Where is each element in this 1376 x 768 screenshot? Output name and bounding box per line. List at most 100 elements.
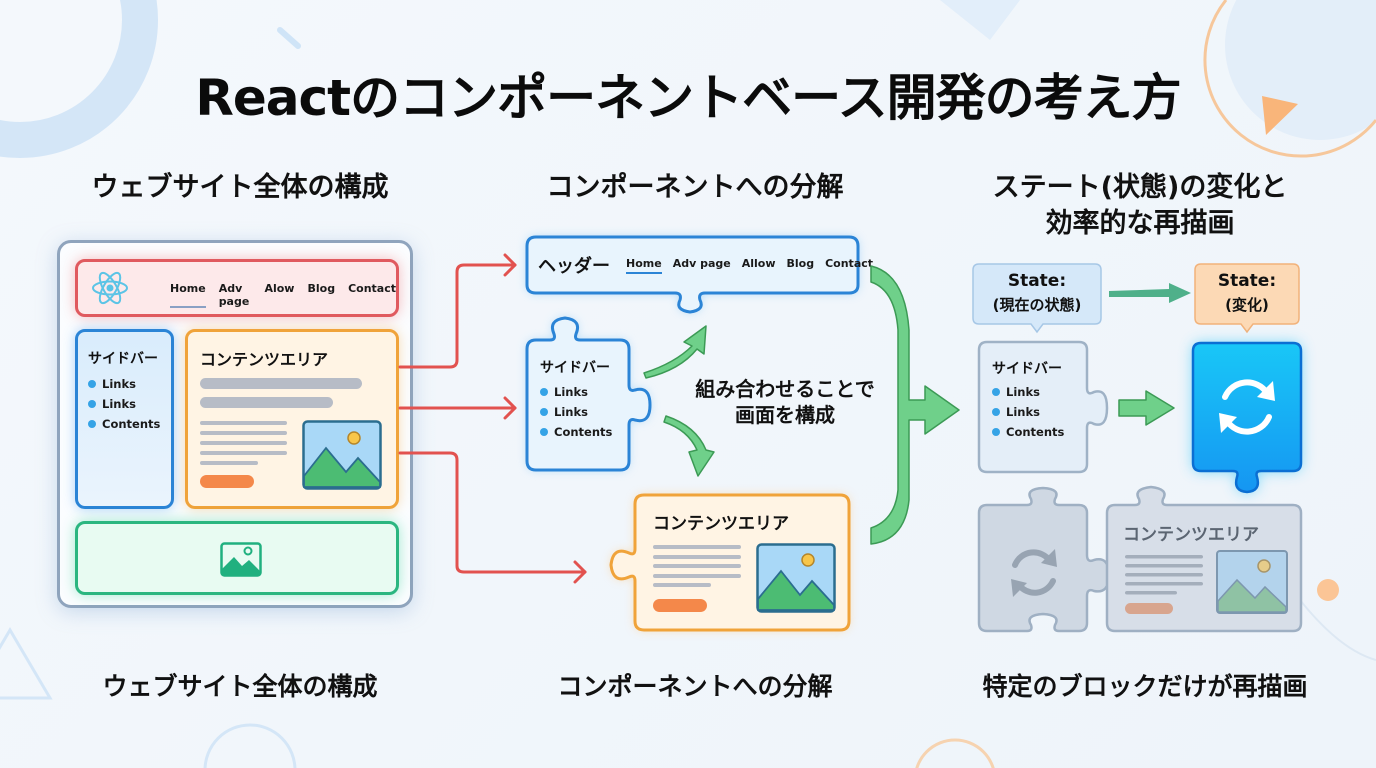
text-placeholder-line [200,451,287,455]
site-header-block: Home Adv page Alow Blog Contact [75,259,399,317]
sidebar-piece-title: サイドバー [540,360,610,376]
sidebar-item-label: Links [1006,385,1040,399]
sidebar-item[interactable]: Links [540,382,612,402]
arrowhead [503,396,517,420]
inactive-content-title: コンテンツエリア [1123,525,1259,545]
state-current-callout [972,263,1102,334]
decomposition-arrows [398,253,587,584]
sidebar-item-label: Links [554,405,588,419]
bullet-icon [540,408,548,416]
bullet-icon [88,380,96,388]
arrowhead [573,560,587,584]
sidebar-component-piece [525,316,652,472]
placeholder-button [200,475,254,488]
right-sidebar-title: サイドバー [992,361,1062,377]
arrowhead [503,253,517,277]
site-sidebar-block: サイドバー Links Links Contents [75,329,174,509]
section-heading-left: ウェブサイト全体の構成 [91,172,389,203]
sidebar-item-label: Contents [554,425,613,439]
nav-link-home[interactable]: Home [626,257,662,274]
right-sidebar-piece [977,340,1109,474]
sidebar-item[interactable]: Contents [88,414,160,434]
section-heading-right-line2: 効率的な再描画 [1045,208,1235,239]
right-sidebar-list: Links Links Contents [992,382,1064,442]
nav-link-home[interactable]: Home [170,282,206,308]
nav-link-adv-page[interactable]: Adv page [672,257,731,270]
state-changed-callout [1194,263,1300,334]
section-heading-middle: コンポーネントへの分解 [546,172,844,203]
bullet-icon [992,388,1000,396]
state-changed-label: State: [1217,271,1277,291]
image-icon [302,420,382,490]
bullet-icon [88,400,96,408]
caption-middle: コンポーネントへの分解 [557,672,833,701]
header-component-piece [525,235,860,314]
website-mockup: Home Adv page Alow Blog Contact サイドバー Li… [57,240,413,608]
section-heading-right: ステート(状態)の変化と 効率的な再描画 [940,170,1340,242]
page-title: Reactのコンポーネントベース開発の考え方 [195,69,1181,127]
deco-orange-dot [1317,579,1339,601]
nav-link-allow[interactable]: Allow [741,257,776,270]
caption-left: ウェブサイト全体の構成 [102,672,378,701]
state-current: State: (現在の状態) [973,269,1101,317]
nav-link-adv-page[interactable]: Adv page [218,282,250,308]
react-atom-icon [92,271,128,305]
arrow-to-content [398,451,587,574]
inactive-pieces [977,485,1303,633]
curved-arrow-up [643,325,707,379]
sidebar-item[interactable]: Contents [992,422,1064,442]
state-current-value: (現在の状態) [992,296,1082,314]
text-placeholder-bar [200,378,362,389]
sidebar-item-label: Links [102,377,136,391]
sidebar-item-label: Links [102,397,136,411]
bullet-icon [992,408,1000,416]
sidebar-title: サイドバー [88,351,158,367]
text-placeholder-line [200,421,287,425]
sidebar-item-label: Contents [1006,425,1065,439]
text-placeholder-line [653,574,741,578]
section-heading-right-line1: ステート(状態)の変化と [992,172,1288,203]
text-placeholder-line [653,555,741,559]
deco-outline-circle [203,723,297,768]
sidebar-item[interactable]: Links [88,374,160,394]
combine-arrows [643,325,715,477]
combine-description: 組み合わせることで 画面を構成 [670,376,900,428]
text-placeholder-line [653,564,741,568]
rerender-active-piece [1191,341,1303,494]
text-placeholder-line [200,441,287,445]
bullet-icon [992,428,1000,436]
sidebar-item[interactable]: Contents [540,422,612,442]
caption-right: 特定のブロックだけが再描画 [982,672,1308,701]
state-changed: State: (変化) [1195,269,1299,317]
header-piece-nav: Home Adv page Allow Blog Contact [626,257,873,274]
rerender-arrow [1118,390,1175,426]
combine-description-line2: 画面を構成 [735,403,835,427]
site-content-block: コンテンツエリア [185,329,399,509]
combine-description-line1: 組み合わせることで [695,377,875,401]
text-placeholder-line [200,431,287,435]
sidebar-item[interactable]: Links [88,394,160,414]
text-placeholder-bar [200,397,333,408]
deco-dash [277,27,301,49]
text-placeholder-line [653,545,741,549]
sidebar-item[interactable]: Links [992,382,1064,402]
sidebar-item[interactable]: Links [540,402,612,422]
state-transition-arrow [1109,283,1191,303]
nav-link-blog[interactable]: Blog [307,282,336,295]
bullet-icon [88,420,96,428]
sidebar-piece-list: Links Links Contents [540,382,612,442]
sidebar-item[interactable]: Links [992,402,1064,422]
image-icon [756,543,836,613]
deco-triangle [940,0,1020,40]
nav-link-contact[interactable]: Contact [348,282,396,295]
nav-link-contact[interactable]: Contact [825,257,874,270]
deco-curve [1299,599,1376,661]
sidebar-item-label: Contents [102,417,161,431]
nav-link-blog[interactable]: Blog [786,257,815,270]
nav-link-alow[interactable]: Alow [264,282,295,295]
content-piece-title: コンテンツエリア [653,514,789,534]
deco-outline-circle-orange [915,738,995,768]
text-placeholder-line [653,583,711,587]
sidebar-item-label: Links [1006,405,1040,419]
state-current-label: State: [1007,271,1067,291]
